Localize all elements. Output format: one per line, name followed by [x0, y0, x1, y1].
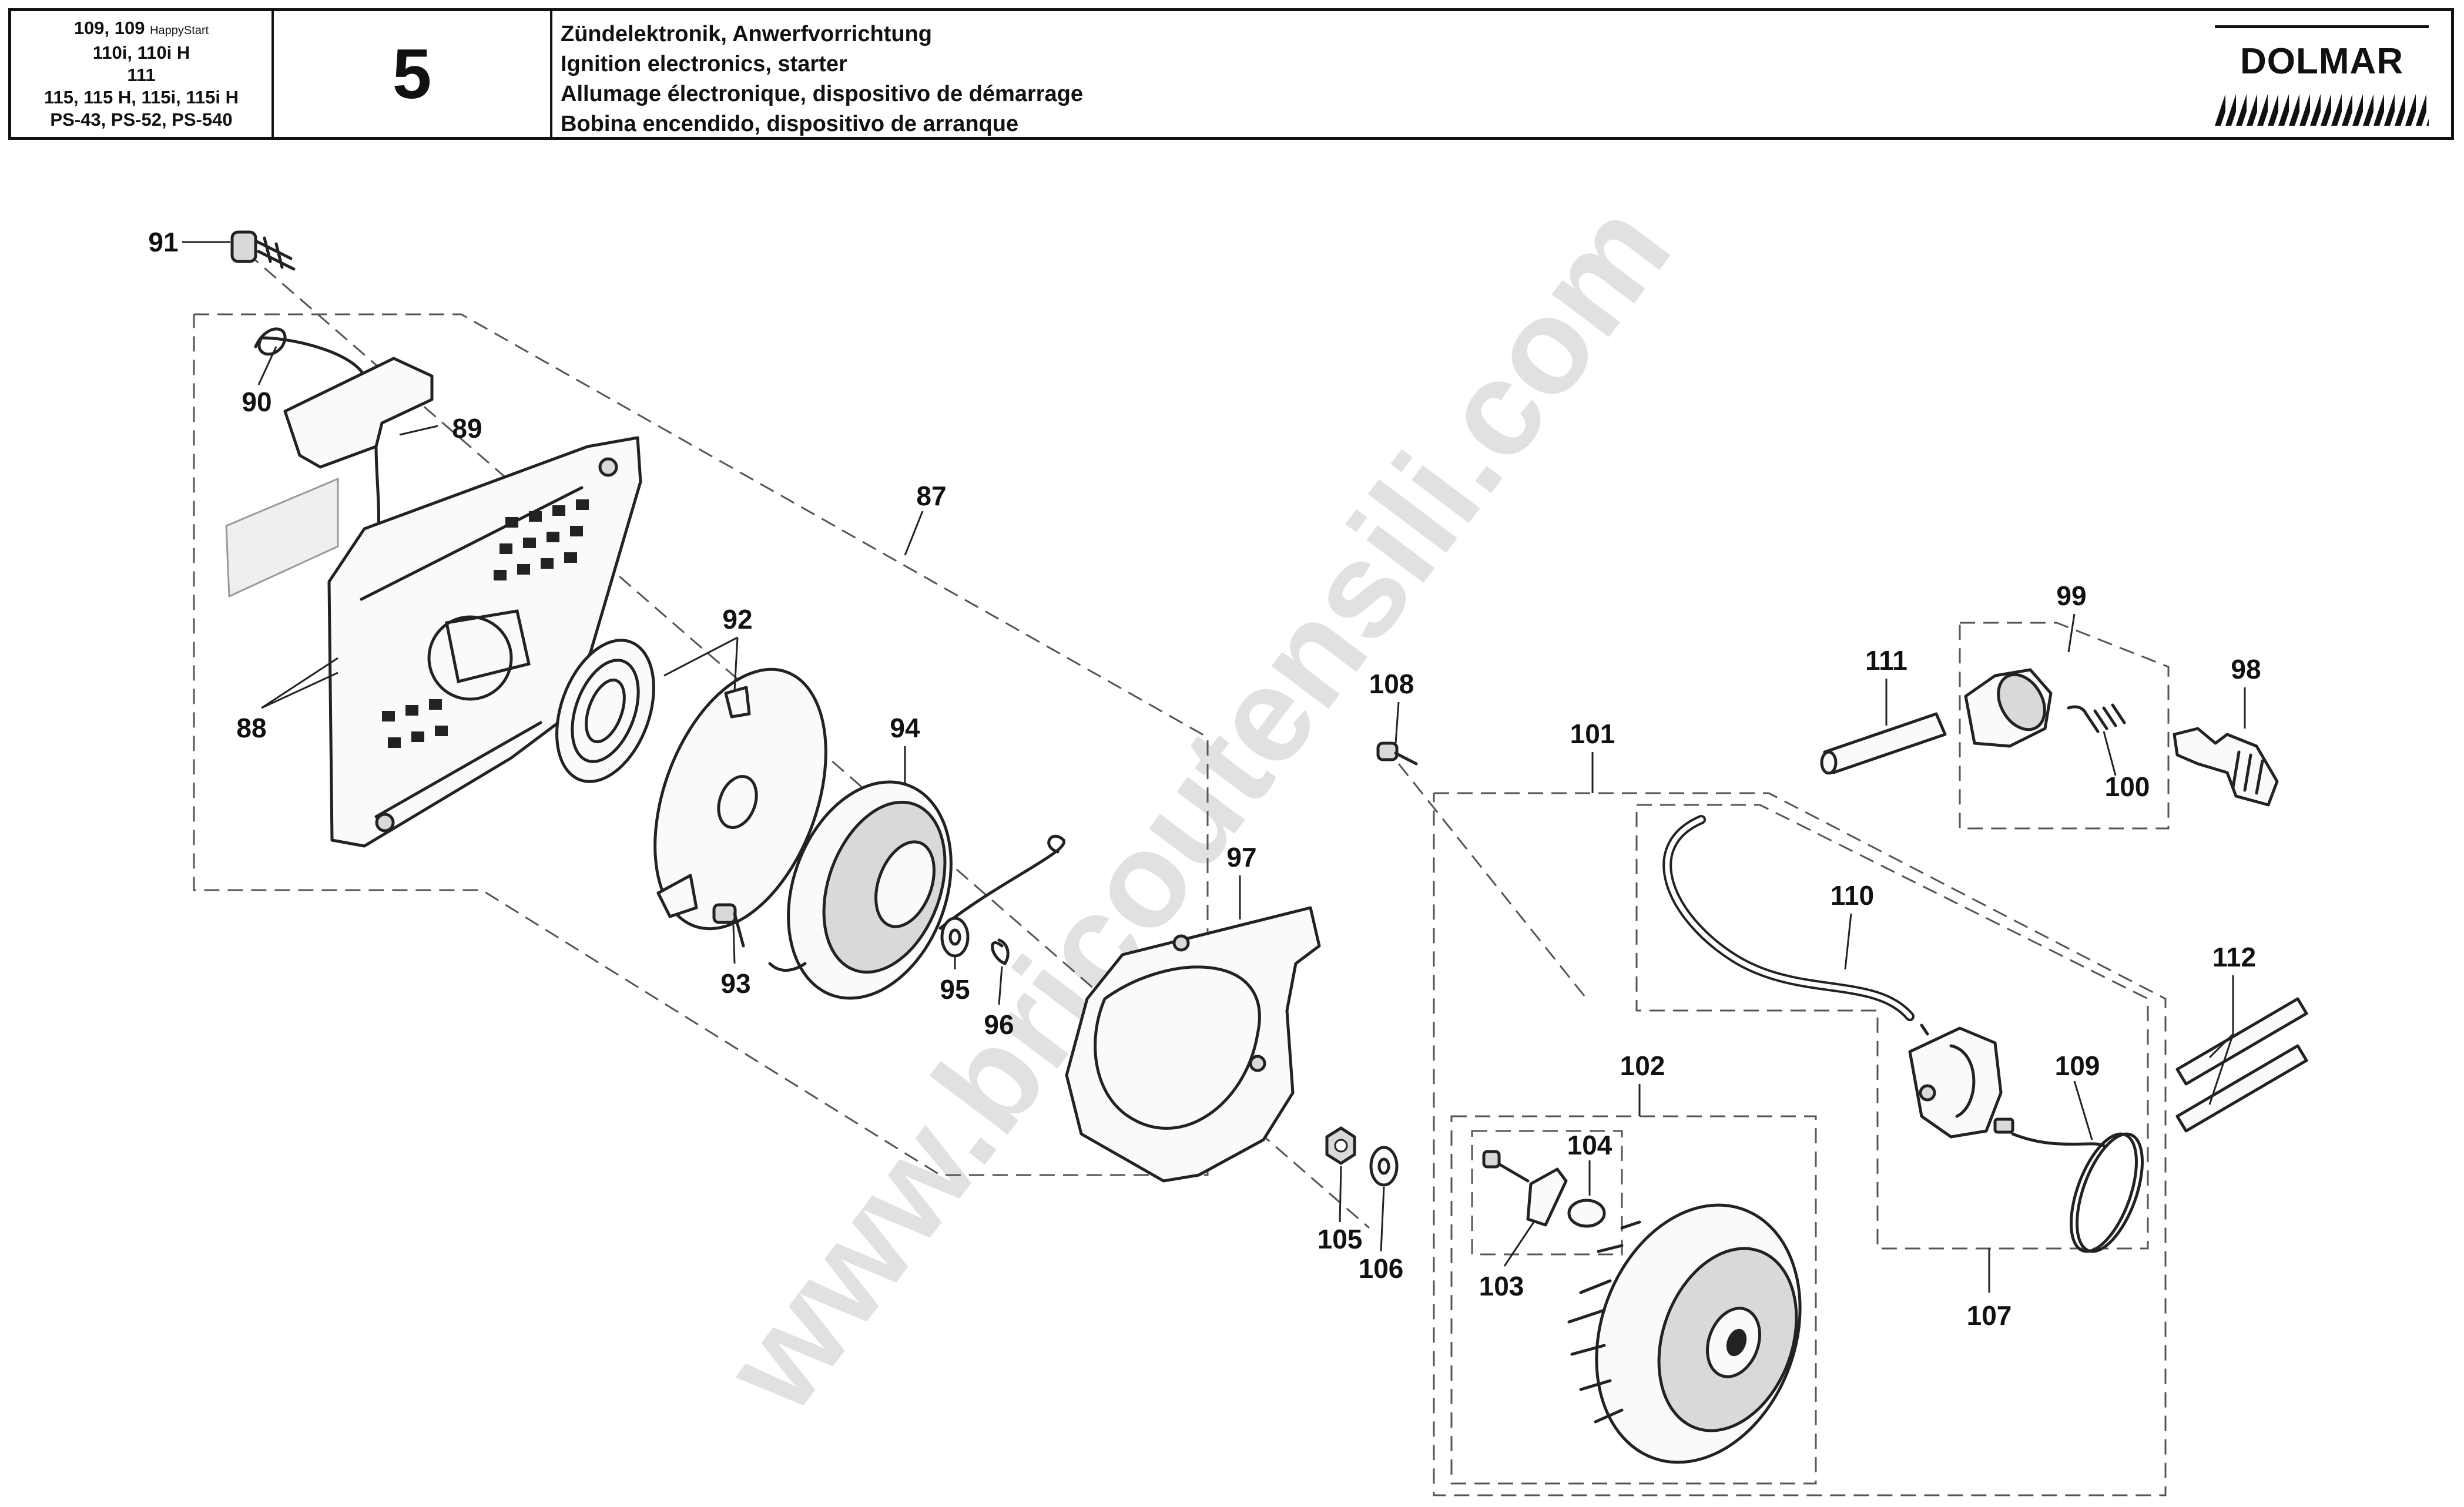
part-112-sleeves: [2175, 997, 2308, 1133]
housing-vent-slots: [382, 499, 589, 748]
assembly-box-103-104: [1471, 1130, 1623, 1256]
part-93-screw: [712, 903, 745, 948]
leader-lines: [182, 241, 2246, 1293]
logo-rule: [2215, 25, 2429, 28]
model-list: 109, 109 HappyStart 110i, 110i H 111 115…: [11, 11, 274, 137]
label-97: 97: [1226, 842, 1256, 872]
model-line-2: 110i, 110i H: [92, 42, 190, 63]
part-108-screw: [1376, 741, 1418, 766]
label-100: 100: [2105, 771, 2150, 802]
label-104: 104: [1567, 1130, 1613, 1160]
label-91: 91: [148, 227, 178, 257]
label-95: 95: [940, 974, 970, 1005]
label-99: 99: [2056, 580, 2086, 611]
part-103-screw-and-bracket: [1482, 1150, 1568, 1227]
part-88-label-sticker: [225, 478, 339, 598]
part-labels: 91 90 89 88 87 92 94 93 95 96 97 108 101…: [148, 227, 2261, 1331]
dolmar-logo: DOLMAR: [2215, 25, 2429, 128]
part-107-ignition-coil: [1908, 1023, 2003, 1139]
header-table: 109, 109 HappyStart 110i, 110i H 111 115…: [8, 8, 2454, 140]
assembly-box-101: [1433, 792, 2167, 1496]
assembly-box-102: [1450, 1115, 1817, 1485]
label-107: 107: [1967, 1300, 2012, 1331]
title-german: Zündelektronik, Anwerfvorrichtung: [561, 22, 932, 46]
assembly-box-87: [193, 313, 1209, 1176]
label-94: 94: [890, 713, 920, 743]
part-98-spark-plug: [2173, 727, 2279, 807]
label-90: 90: [242, 387, 271, 417]
label-109: 109: [2055, 1050, 2100, 1081]
label-89: 89: [452, 413, 482, 444]
section-titles: Zündelektronik, Anwerfvorrichtung Igniti…: [552, 11, 2186, 137]
model-line-4: 115, 115 H, 115i, 115i H: [44, 87, 239, 108]
model-line-1-small: HappyStart: [150, 24, 209, 37]
page-number: 5: [274, 11, 552, 137]
part-100-spring-contact: [2067, 703, 2126, 733]
label-103: 103: [1479, 1271, 1524, 1301]
assembly-box-99: [1959, 622, 2170, 830]
model-line-1: 109, 109 HappyStart: [74, 17, 209, 42]
label-87: 87: [916, 481, 946, 511]
model-line-1-main: 109, 109: [73, 18, 145, 38]
assembly-box-110: [1635, 804, 2149, 1250]
model-line-3: 111: [127, 65, 156, 85]
part-94-rope-pulley: [768, 780, 1065, 1000]
label-88: 88: [236, 713, 266, 743]
axis-line-ignition: [1397, 763, 1588, 999]
part-90-rope-loop: [254, 327, 366, 378]
label-102: 102: [1620, 1050, 1665, 1081]
part-96-circlip: [991, 938, 1010, 966]
part-99-spark-plug-cap: [1964, 668, 2053, 748]
part-95-washer: [940, 917, 970, 958]
part-92-recoil-spring: [555, 639, 655, 783]
label-96: 96: [984, 1009, 1014, 1040]
logo-text: DOLMAR: [2240, 41, 2404, 82]
part-105-nut: [1325, 1126, 1356, 1165]
label-105: 105: [1318, 1224, 1363, 1254]
part-111-sleeve: [1820, 712, 1947, 775]
title-spanish: Bobina encendido, dispositivo de arranqu…: [561, 112, 1019, 136]
part-97-fan-housing: [1065, 906, 1321, 1183]
logo-hatch: [2215, 94, 2429, 126]
label-111: 111: [1865, 645, 1907, 676]
label-106: 106: [1359, 1253, 1404, 1284]
model-line-5: PS-43, PS-52, PS-540: [50, 109, 233, 130]
title-french: Allumage électronique, dispositivo de dé…: [561, 82, 1084, 106]
part-87-starter-housing: [327, 436, 642, 848]
label-92: 92: [722, 604, 752, 635]
label-110: 110: [1831, 880, 1874, 911]
part-104-bushing: [1567, 1199, 1606, 1228]
label-108: 108: [1369, 669, 1414, 699]
part-102-flywheel: [1567, 1203, 1802, 1464]
label-93: 93: [720, 968, 750, 999]
part-109-short-circuit-wire: [1993, 1117, 2144, 1253]
part-106-washer: [1369, 1146, 1399, 1187]
label-112: 112: [2212, 942, 2256, 972]
label-98: 98: [2231, 654, 2261, 684]
part-91-screw: [230, 230, 296, 271]
title-english: Ignition electronics, starter: [561, 52, 847, 76]
part-110-ignition-cable: [1662, 815, 1915, 1021]
label-101: 101: [1570, 719, 1615, 749]
part-92-spring-plate: [653, 667, 827, 931]
